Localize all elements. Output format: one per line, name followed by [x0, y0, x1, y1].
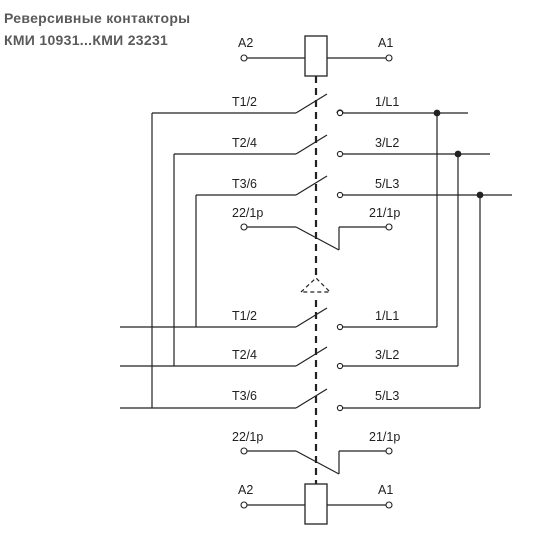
bottom-aux-left-label: 22/1p [232, 430, 263, 444]
bottom-aux-right-label: 21/1p [369, 430, 400, 444]
bottom-contact-2-right-label: 3/L2 [375, 348, 399, 362]
bottom-coil-box [304, 483, 328, 525]
top-coil-box [304, 35, 328, 77]
bottom-contact-3-right-label: 5/L3 [375, 389, 399, 403]
top-aux-right-label: 21/1p [369, 206, 400, 220]
top-contact-1-right-label: 1/L1 [375, 95, 399, 109]
bottom-coil-a2-terminal [240, 501, 248, 509]
top-contact-1-left-label: T1/2 [232, 95, 257, 109]
bottom-coil-a1-terminal [385, 501, 393, 509]
top-coil-a1-terminal [385, 54, 393, 62]
top-coil: A2 A1 [238, 35, 393, 77]
bottom-contact-1-left-label: T1/2 [232, 309, 257, 323]
top-aux-contact: 22/1p 21/1p [232, 206, 400, 251]
bottom-contact-1-right-label: 1/L1 [375, 309, 399, 323]
top-contact-2-right-label: 3/L2 [375, 136, 399, 150]
top-contact-1: T1/2 1/L1 [152, 93, 468, 117]
bottom-coil: A2 A1 [238, 483, 393, 525]
top-coil-a1-label: A1 [378, 36, 393, 50]
diagram-title-line-1: Реверсивные контакторы [4, 10, 191, 26]
top-contact-3-right-label: 5/L3 [375, 177, 399, 191]
bottom-contact-1: T1/2 1/L1 [120, 307, 437, 331]
top-contact-2-left-label: T2/4 [232, 136, 257, 150]
cross-wiring-right [436, 113, 481, 408]
bottom-aux-contact: 22/1p 21/1p [232, 430, 400, 475]
bottom-contact-3: T3/6 5/L3 [120, 388, 480, 412]
top-coil-a2-label: A2 [238, 36, 253, 50]
bottom-contact-2: T2/4 3/L2 [120, 346, 458, 370]
top-contact-2: T2/4 3/L2 [174, 134, 490, 158]
cross-wiring-left [151, 113, 197, 408]
bottom-contact-2-left-label: T2/4 [232, 348, 257, 362]
top-coil-a2-terminal [240, 54, 248, 62]
bottom-coil-a2-label: A2 [238, 483, 253, 497]
mechanical-interlock-icon [299, 277, 332, 293]
diagram-title-line-2: КМИ 10931...КМИ 23231 [4, 32, 169, 48]
top-contact-3-left-label: T3/6 [232, 177, 257, 191]
bottom-coil-a1-label: A1 [378, 483, 393, 497]
top-contact-3: T3/6 5/L3 [196, 175, 512, 199]
bottom-contact-3-left-label: T3/6 [232, 389, 257, 403]
top-aux-left-label: 22/1p [232, 206, 263, 220]
